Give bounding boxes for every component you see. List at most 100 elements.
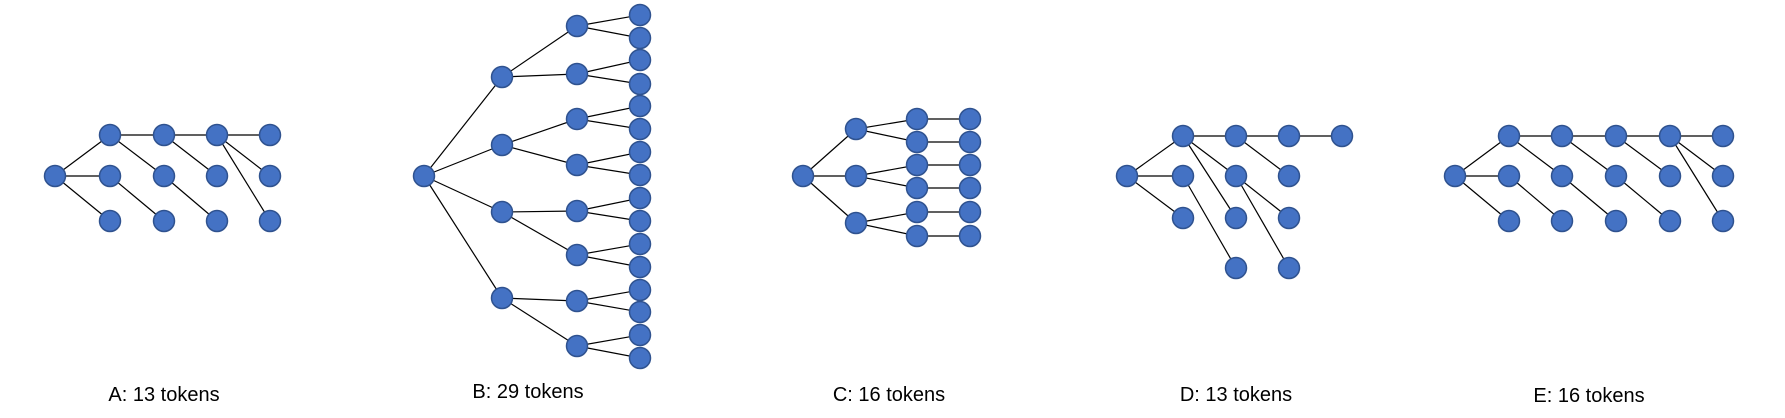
tree-c-node <box>844 117 868 141</box>
tree-b-edge <box>501 210 578 213</box>
tree-c-edge <box>802 175 857 224</box>
tree-b-node <box>490 133 514 157</box>
tree-d-edge <box>1126 175 1184 219</box>
tree-a-edge <box>216 134 271 222</box>
tree-b-edge <box>501 73 578 78</box>
tree-a-node <box>98 209 122 233</box>
tree-a-edge <box>54 134 111 177</box>
tree-b-edge <box>501 118 578 146</box>
tree-c-node <box>958 107 982 131</box>
tree-b-node <box>628 163 652 187</box>
tree-a-node <box>258 209 282 233</box>
tree-b-node <box>628 117 652 141</box>
caption-d: D: 13 tokens <box>1180 384 1292 406</box>
tree-e-node <box>1604 124 1628 148</box>
tree-captions: A: 13 tokens B: 29 tokens C: 16 tokens D… <box>108 381 1644 407</box>
tree-e-node <box>1497 124 1521 148</box>
tree-d-edge <box>1182 175 1237 269</box>
tree-d-node <box>1171 164 1195 188</box>
tree-c-edge <box>802 128 857 177</box>
tree-e-node <box>1658 164 1682 188</box>
tree-c-node <box>844 164 868 188</box>
tree-a-node <box>152 164 176 188</box>
tree-a-node <box>258 123 282 147</box>
tree-a-node <box>205 209 229 233</box>
tree-d-edge <box>1182 135 1237 219</box>
tree-c-node <box>844 211 868 235</box>
tree-e-node <box>1604 209 1628 233</box>
tree-c-node <box>791 164 815 188</box>
tree-b-node <box>565 334 589 358</box>
tree-b-edge <box>423 144 503 177</box>
tree-d-node <box>1330 124 1354 148</box>
tree-a-edge <box>54 175 111 222</box>
tree-e-node <box>1658 209 1682 233</box>
tree-b-node <box>565 14 589 38</box>
tree-b-node <box>412 164 436 188</box>
tree-e-node <box>1550 164 1574 188</box>
tree-e-node <box>1497 209 1521 233</box>
tree-b-node <box>628 48 652 72</box>
tree-c-node <box>905 224 929 248</box>
tree-e-edge <box>1508 175 1563 222</box>
tree-b-node <box>490 286 514 310</box>
caption-e: E: 16 tokens <box>1533 385 1644 407</box>
tree-b-node <box>565 243 589 267</box>
tree-b-node <box>628 140 652 164</box>
tree-a-node <box>258 164 282 188</box>
tree-a-node <box>43 164 67 188</box>
tree-b-edge <box>501 25 578 78</box>
tree-c-node <box>958 176 982 200</box>
tree-c-node <box>958 200 982 224</box>
tree-a-edge <box>109 175 165 222</box>
tree-b-edge <box>501 297 578 302</box>
tree-a-node <box>152 123 176 147</box>
tree-e-node <box>1550 209 1574 233</box>
tree-a-edge <box>109 134 165 177</box>
caption-b: B: 29 tokens <box>472 381 583 403</box>
tree-b-node <box>628 232 652 256</box>
tree-a-node <box>205 164 229 188</box>
tree-e-node <box>1711 124 1735 148</box>
tree-b-node <box>628 94 652 118</box>
tree-e-edge <box>1615 175 1671 222</box>
tree-a-node <box>205 123 229 147</box>
tree-d-node <box>1277 164 1301 188</box>
tree-b-edge <box>423 175 503 299</box>
tree-d-node <box>1224 256 1248 280</box>
tree-d-node <box>1224 164 1248 188</box>
tree-e-node <box>1711 209 1735 233</box>
tree-b-node <box>628 300 652 324</box>
tree-edges <box>54 14 1724 359</box>
tree-b-node <box>565 107 589 131</box>
caption-c: C: 16 tokens <box>833 384 945 406</box>
tree-b-edge <box>501 211 578 256</box>
tree-c-node <box>958 153 982 177</box>
tree-d-node <box>1171 206 1195 230</box>
tree-e-node <box>1658 124 1682 148</box>
tree-a-node <box>98 164 122 188</box>
tree-d-node <box>1277 256 1301 280</box>
tree-e-edge <box>1454 175 1510 222</box>
tree-d-node <box>1277 206 1301 230</box>
tree-d-node <box>1277 124 1301 148</box>
tree-e-node <box>1604 164 1628 188</box>
tree-c-node <box>958 224 982 248</box>
tree-e-node <box>1443 164 1467 188</box>
caption-a: A: 13 tokens <box>108 384 219 406</box>
tree-b-node <box>565 153 589 177</box>
tree-b-node <box>628 72 652 96</box>
tree-e-edge <box>1561 175 1617 222</box>
tree-b-node <box>565 199 589 223</box>
tree-d-node <box>1115 164 1139 188</box>
tree-b-node <box>628 209 652 233</box>
tree-b-node <box>628 186 652 210</box>
tree-c-node <box>905 176 929 200</box>
tree-b-node <box>628 323 652 347</box>
tree-b-node <box>628 26 652 50</box>
tree-b-node <box>490 65 514 89</box>
tree-c-node <box>905 200 929 224</box>
tree-b-edge <box>423 76 503 177</box>
tree-d-node <box>1171 124 1195 148</box>
